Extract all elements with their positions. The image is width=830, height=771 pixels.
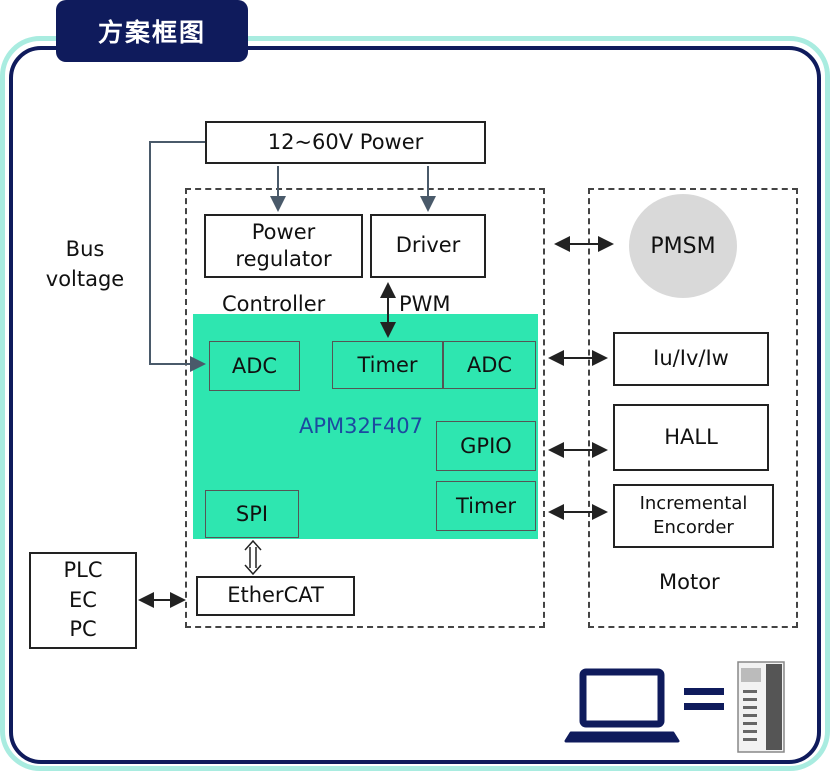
bus-voltage-label: Bus voltage — [40, 234, 130, 295]
mcu-name-label: APM32F407 — [299, 414, 424, 438]
power-supply-label: 12~60V Power — [267, 129, 424, 154]
timer-top-label: Timer — [357, 353, 418, 377]
controller-label: Controller — [222, 292, 326, 316]
timer-top-box: Timer — [332, 341, 443, 389]
phase-currents-box: Iu/Iv/Iw — [613, 332, 769, 386]
phase-currents-label: Iu/Iv/Iw — [653, 346, 729, 371]
power-regulator-line1: Power — [251, 219, 316, 244]
pwm-label: PWM — [399, 292, 451, 316]
pmsm-circle: PMSM — [629, 194, 737, 298]
encoder-line1: Incremental — [639, 492, 748, 514]
host-ec-label: EC — [69, 587, 97, 612]
adc-left-box: ADC — [209, 341, 300, 391]
pmsm-label: PMSM — [650, 233, 716, 259]
bus-voltage-line1: Bus — [65, 237, 105, 261]
adc-right-label: ADC — [466, 353, 513, 377]
spi-label: SPI — [235, 502, 269, 526]
motor-label: Motor — [659, 570, 720, 594]
title-tab: 方案框图 — [56, 0, 248, 62]
driver-box: Driver — [370, 214, 486, 278]
power-supply-box: 12~60V Power — [205, 121, 486, 164]
adc-left-label: ADC — [231, 354, 278, 378]
encoder-box: Incremental Encorder — [613, 484, 774, 548]
timer-bottom-label: Timer — [455, 494, 517, 518]
driver-label: Driver — [395, 233, 461, 258]
servo-drive-icon — [737, 661, 785, 753]
controller-dashed-group — [185, 188, 545, 628]
page-title: 方案框图 — [97, 18, 206, 47]
host-box: PLC EC PC — [29, 552, 137, 649]
spi-box: SPI — [205, 490, 299, 538]
host-pc-label: PC — [69, 617, 97, 642]
laptop-icon — [564, 668, 680, 743]
adc-right-box: ADC — [443, 341, 536, 389]
mcu-block — [193, 314, 538, 539]
spi-ethercat-double-arrow — [244, 539, 262, 576]
encoder-line2: Encorder — [653, 517, 734, 538]
motor-dashed-group — [588, 188, 798, 628]
hall-box: HALL — [613, 404, 769, 471]
gpio-box: GPIO — [436, 421, 536, 471]
equals-icon — [684, 688, 724, 710]
gpio-label: GPIO — [460, 434, 512, 458]
power-regulator-box: Power regulator — [204, 214, 363, 278]
ethercat-label: EtherCAT — [227, 583, 324, 608]
host-plc-label: PLC — [63, 558, 103, 583]
outer-frame — [0, 36, 830, 771]
power-regulator-line2: regulator — [235, 247, 332, 271]
hall-label: HALL — [664, 424, 718, 449]
timer-bottom-box: Timer — [436, 481, 536, 531]
bus-voltage-line — [149, 141, 206, 372]
ethercat-box: EtherCAT — [196, 576, 355, 616]
bus-voltage-line2: voltage — [45, 267, 125, 292]
